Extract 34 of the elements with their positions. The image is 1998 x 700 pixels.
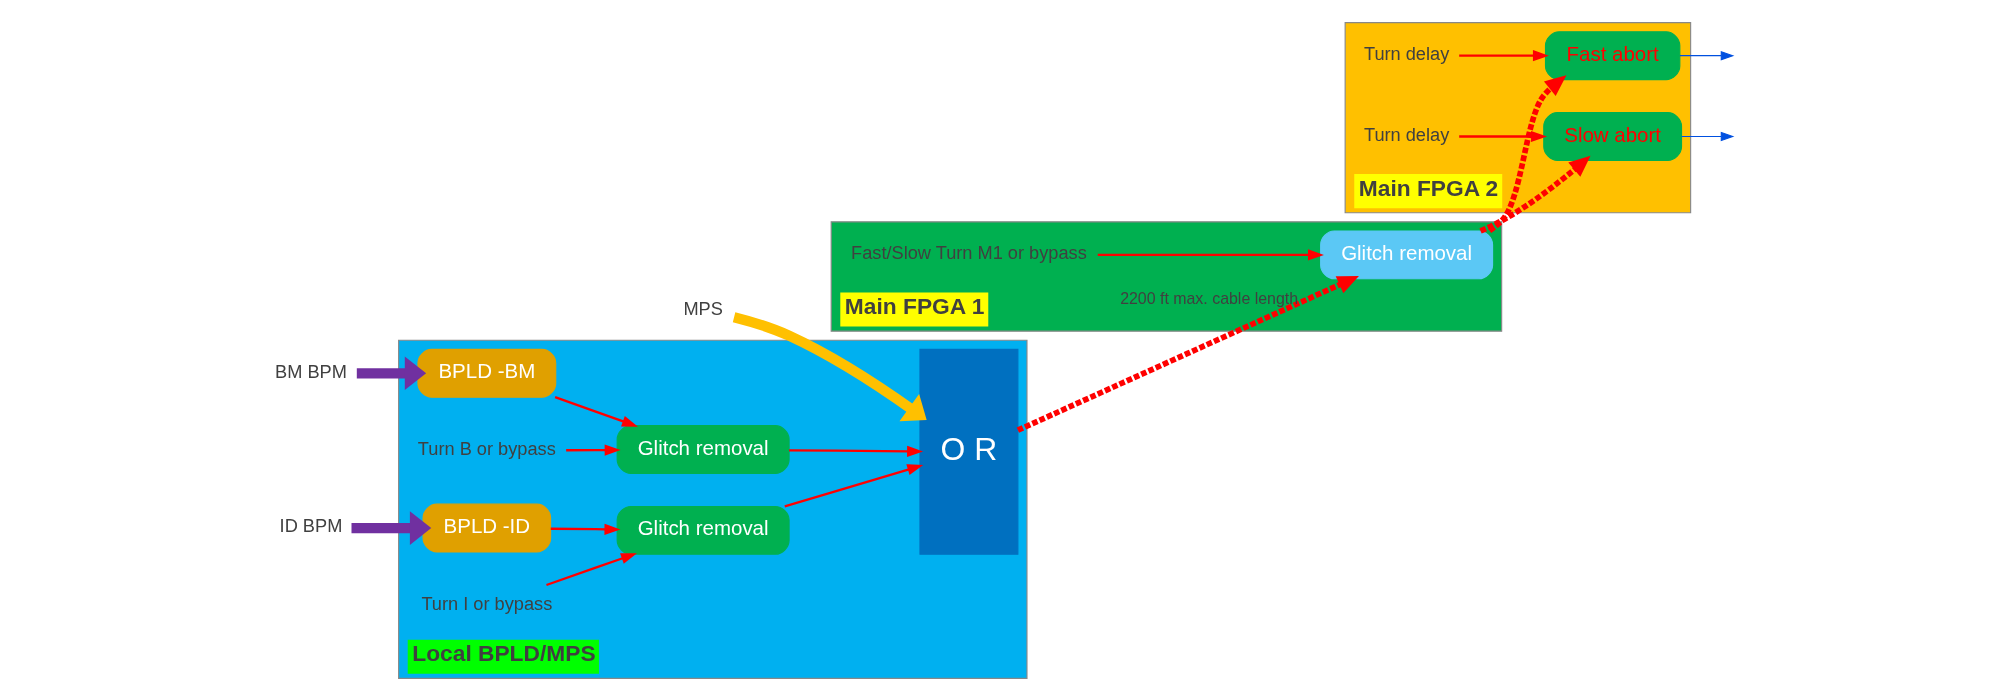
- arrow: [1458, 130, 1547, 142]
- node-text: Turn delay: [1363, 43, 1449, 64]
- node-text: MPS: [682, 298, 723, 319]
- node-box: Slow abort: [1542, 111, 1682, 161]
- node-text: ID BPM: [279, 515, 342, 536]
- node-box: BPLD -ID: [422, 503, 551, 553]
- arrow: [1458, 49, 1549, 61]
- arrow: [1487, 74, 1566, 233]
- arrow: [788, 445, 923, 457]
- node-text: Turn delay: [1363, 124, 1449, 145]
- node-text: Turn I or bypass: [420, 593, 552, 614]
- node-box: Glitch removal: [616, 424, 790, 474]
- arrow: [545, 552, 637, 586]
- arrow: [1478, 155, 1591, 234]
- node-box: Fast abort: [1544, 30, 1680, 80]
- node-box: BPLD -BM: [416, 348, 556, 398]
- arrow: [554, 395, 638, 427]
- arrow: [351, 510, 431, 545]
- arrow: [356, 355, 426, 390]
- arrow: [550, 523, 620, 535]
- arrow: [1016, 275, 1359, 433]
- edge-label: 2200 ft max. cable length: [1119, 289, 1298, 307]
- node-text: Fast/Slow Turn M1 or bypass: [850, 242, 1087, 263]
- arrow: [783, 463, 923, 507]
- arrow: [732, 311, 927, 421]
- arrow: [1680, 131, 1734, 141]
- node-text: Turn B or bypass: [417, 438, 556, 459]
- node-box: O R: [918, 348, 1018, 555]
- node-box: Glitch removal: [616, 505, 790, 555]
- arrow: [1678, 50, 1734, 60]
- arrow: [565, 443, 621, 456]
- node-text: BM BPM: [274, 361, 347, 382]
- arrow: [1097, 248, 1324, 260]
- node-box: Glitch removal: [1319, 229, 1493, 279]
